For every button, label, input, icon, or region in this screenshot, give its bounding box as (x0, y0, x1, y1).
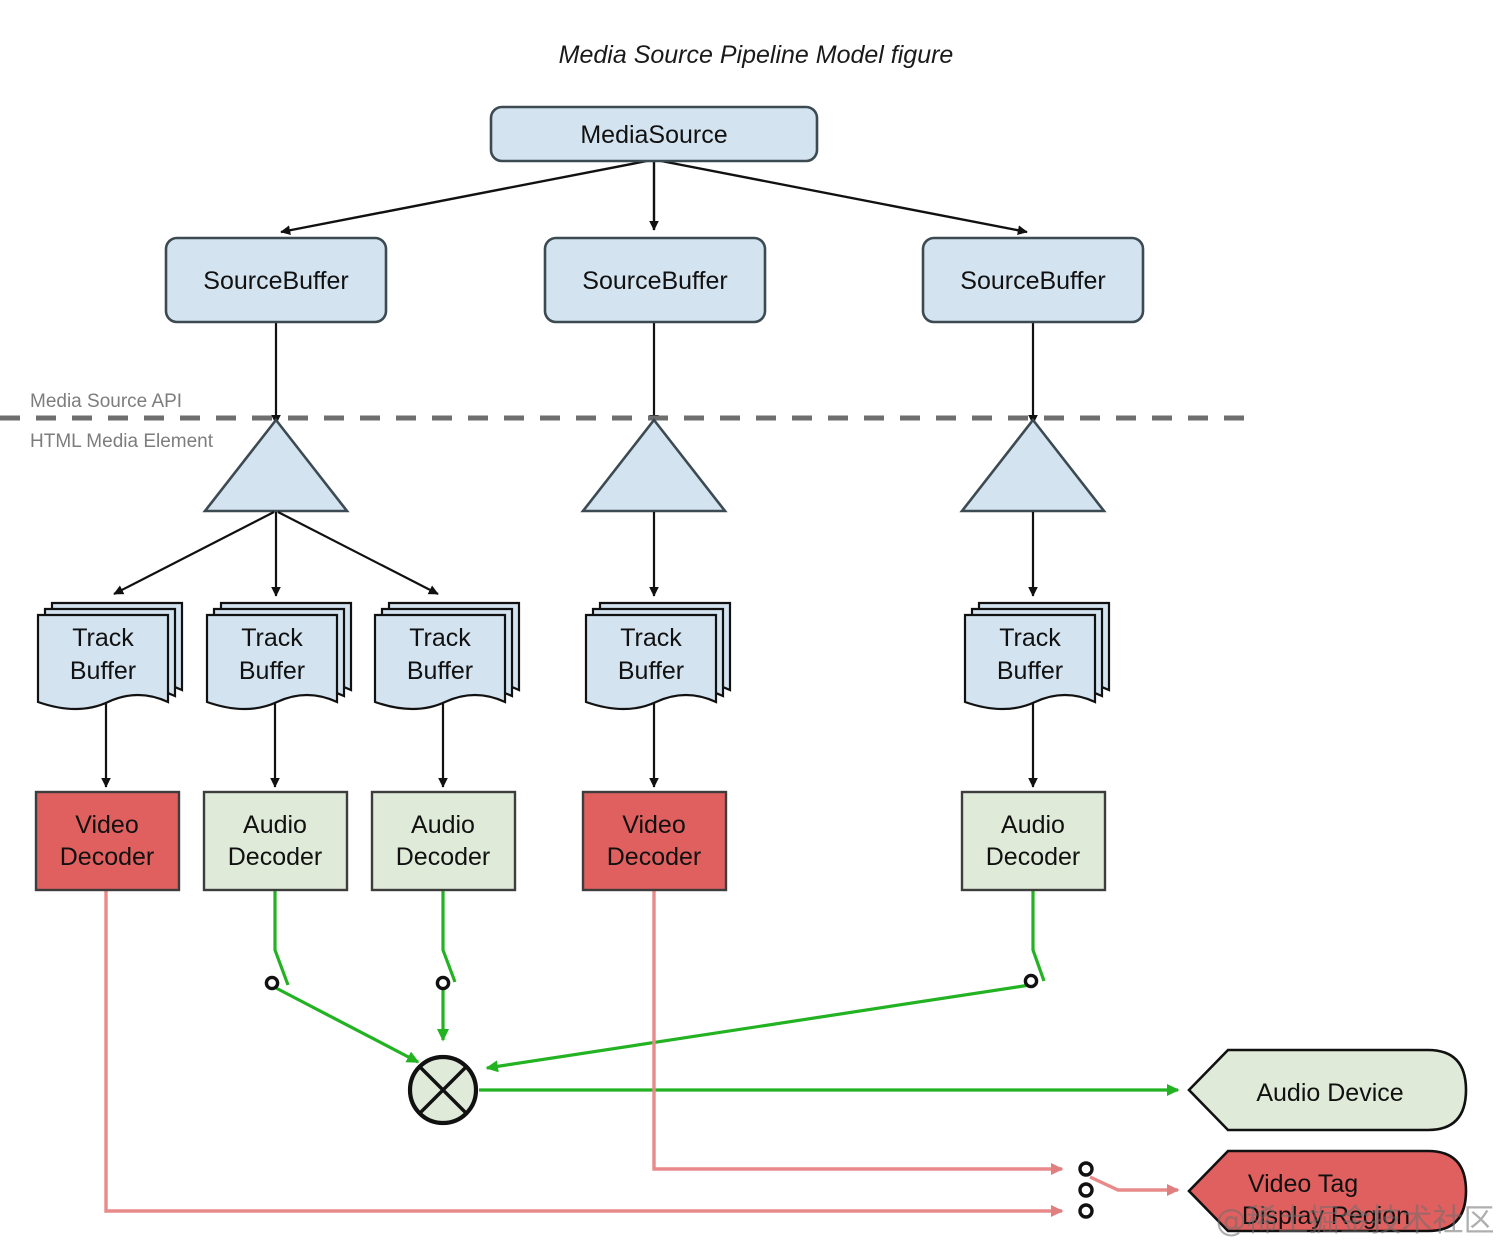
audio-lead-dec2 (273, 890, 290, 986)
trackbuffer-1-label-line2: Buffer (70, 657, 136, 685)
node-decoder-1[interactable]: Video Decoder (34, 790, 181, 892)
trackbuffer-4-sheet-1 (584, 613, 718, 711)
node-decoder-4[interactable]: Video Decoder (581, 790, 728, 892)
edges-demuxer-to-trackbuffer (113, 511, 1038, 597)
video-switch-contacts[interactable] (1078, 1161, 1094, 1219)
trackbuffer-2-sheet-1 (205, 613, 339, 711)
trackbuffer-2-label-line2: Buffer (239, 657, 305, 685)
decoder-4-label-line2: Decoder (607, 843, 702, 871)
sourcebuffer-2-label: SourceBuffer (582, 267, 727, 295)
demuxer-1 (202, 417, 350, 513)
decoder-4-label-line1: Video (622, 811, 686, 839)
video-switch-contact-1[interactable] (1078, 1161, 1094, 1177)
node-trackbuffer-2[interactable]: Track Buffer (205, 601, 353, 711)
node-mediasource[interactable]: MediaSource (489, 105, 819, 163)
mixer-cross-icon (418, 1065, 468, 1115)
audio-edge-sw3-mixer (485, 983, 1031, 1073)
audio-edge-sw1-mixer (275, 986, 420, 1064)
edges-mediasource-to-sourcebuffers (280, 158, 1028, 236)
watermark-text: @稀土掘金技术社区 (1216, 1203, 1495, 1239)
edge-demux1-tb3 (277, 511, 439, 595)
node-decoder-5[interactable]: Audio Decoder (960, 790, 1107, 892)
trackbuffer-2-label-line1: Track (241, 624, 303, 652)
node-sourcebuffer-2[interactable]: SourceBuffer (543, 236, 767, 324)
node-decoder-3[interactable]: Audio Decoder (370, 790, 517, 892)
node-sourcebuffer-1[interactable]: SourceBuffer (164, 236, 388, 324)
video-switch-contact-3[interactable] (1078, 1203, 1094, 1219)
trackbuffer-5-label-line1: Track (999, 624, 1061, 652)
decoder-3-label-line2: Decoder (396, 843, 491, 871)
sourcebuffer-3-label: SourceBuffer (960, 267, 1105, 295)
video-tag-shape (1187, 1149, 1468, 1233)
boundary-label-below: HTML Media Element (30, 431, 214, 452)
trackbuffer-1-label-line1: Track (72, 624, 134, 652)
trackbuffer-3-sheet-1 (373, 613, 507, 711)
trackbuffer-3-label-line2: Buffer (407, 657, 473, 685)
edges-trackbuffer-to-decoder (101, 690, 1038, 788)
edge-ms-sb1 (280, 158, 653, 236)
node-trackbuffer-3[interactable]: Track Buffer (373, 601, 521, 711)
edge-ms-sb3 (655, 158, 1028, 236)
node-video-tag-display-region[interactable]: Video Tag Display Region (1187, 1149, 1468, 1233)
mediasource-label: MediaSource (580, 121, 727, 149)
demuxer-2 (580, 417, 728, 513)
node-trackbuffer-4[interactable]: Track Buffer (584, 601, 732, 711)
boundary-label-above: Media Source API (30, 391, 182, 412)
video-signal-paths (104, 890, 1180, 1217)
node-decoder-2[interactable]: Audio Decoder (202, 790, 349, 892)
node-trackbuffer-5[interactable]: Track Buffer (963, 601, 1111, 711)
decoder-1-label-line2: Decoder (60, 843, 155, 871)
trackbuffer-1-sheet-1 (36, 613, 170, 711)
audio-mixer-node (407, 1054, 479, 1126)
audio-switch-contact-1[interactable] (264, 975, 280, 991)
decoder-2-label-line2: Decoder (228, 843, 323, 871)
decoder-2-label-line1: Audio (243, 811, 307, 839)
node-trackbuffer-1[interactable]: Track Buffer (36, 601, 184, 711)
trackbuffer-5-sheet-1 (963, 613, 1097, 711)
video-tag-label-line1: Video Tag (1248, 1170, 1358, 1198)
trackbuffer-5-label-line2: Buffer (997, 657, 1063, 685)
audio-device-shape (1187, 1048, 1468, 1132)
decoder-5-label-line1: Audio (1001, 811, 1065, 839)
audio-lead-dec3 (441, 890, 457, 983)
demuxer-triangles (202, 417, 1107, 513)
node-sourcebuffer-3[interactable]: SourceBuffer (921, 236, 1145, 324)
audio-switch-contact-3[interactable] (1023, 973, 1039, 989)
video-edge-dec1-switch (104, 890, 1064, 1217)
demuxer-3 (959, 417, 1107, 513)
edges-sourcebuffer-to-demuxer (271, 322, 1038, 425)
audio-lead-dec5 (1031, 890, 1046, 982)
decoder-1-label-line1: Video (75, 811, 139, 839)
figure-title: Media Source Pipeline Model figure (559, 41, 954, 69)
video-edge-dec4-switch (652, 890, 1064, 1175)
node-audio-device[interactable]: Audio Device (1187, 1048, 1468, 1132)
trackbuffer-3-label-line1: Track (409, 624, 471, 652)
audio-switch-contact-2[interactable] (435, 975, 451, 991)
trackbuffer-4-label-line1: Track (620, 624, 682, 652)
audio-switch-contacts[interactable] (264, 973, 1039, 991)
audio-signal-paths (273, 890, 1180, 1096)
sourcebuffer-1-label: SourceBuffer (203, 267, 348, 295)
video-tag-label-line2: Display Region (1242, 1202, 1410, 1230)
decoder-3-label-line1: Audio (411, 811, 475, 839)
video-switch-contact-2[interactable] (1078, 1182, 1094, 1198)
audio-device-label: Audio Device (1256, 1079, 1403, 1107)
video-switch-lever (1089, 1175, 1180, 1196)
edge-demux1-tb1 (113, 511, 275, 595)
trackbuffer-4-label-line2: Buffer (618, 657, 684, 685)
decoder-5-label-line2: Decoder (986, 843, 1081, 871)
